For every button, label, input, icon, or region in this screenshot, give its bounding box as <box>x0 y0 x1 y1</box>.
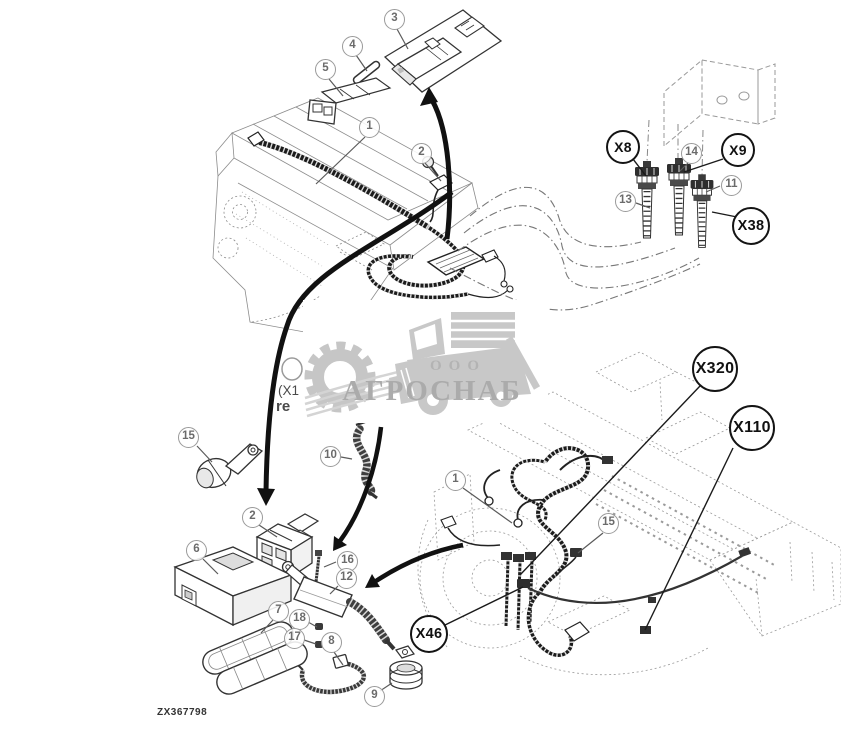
mounting-bracket <box>663 58 776 148</box>
part-callout-12: 12 <box>336 568 357 589</box>
part-callout-4: 4 <box>342 36 363 57</box>
connector-label-x9: X9 <box>721 133 755 167</box>
part-callout-8: 8 <box>321 632 342 653</box>
watermark-logo <box>304 312 541 418</box>
part-callout-5: 5 <box>315 59 336 80</box>
conduit-part7 <box>202 621 308 695</box>
connector-label-x46: X46 <box>410 615 448 653</box>
part-callout-7: 7 <box>268 601 289 622</box>
nut-part18 <box>315 623 323 630</box>
harness-bottom-assembly <box>440 446 752 657</box>
connector-label-x8: X8 <box>606 130 640 164</box>
clamp-part9 <box>389 645 423 690</box>
part-callout-16: 16 <box>337 551 358 572</box>
connector-label-x320: X320 <box>692 346 738 392</box>
part-callout-3: 3 <box>384 9 405 30</box>
spacer-pin-part4 <box>352 60 381 85</box>
part-callout-1-bottom: 1 <box>445 470 466 491</box>
watermark: ООО АГРОСНАБ <box>303 300 548 423</box>
part-callout-2-detail: 2 <box>242 507 263 528</box>
part-callout-15-bottom: 15 <box>598 513 619 534</box>
part-callout-6: 6 <box>186 540 207 561</box>
part-callout-1-top: 1 <box>359 117 380 138</box>
engine-top-left-art <box>212 97 479 334</box>
dashed-harness-leads <box>449 186 701 311</box>
screw-part16 <box>314 550 322 583</box>
connector-leader-lines <box>442 158 738 631</box>
part-callout-2-top: 2 <box>411 143 432 164</box>
sensor-part15 <box>196 443 264 489</box>
part-callout-13: 13 <box>615 191 636 212</box>
part-callout-9: 9 <box>364 686 385 707</box>
part-callout-18: 18 <box>289 609 310 630</box>
obscured-callout-circle <box>281 357 303 381</box>
connector-part5 <box>307 77 392 125</box>
part-callout-15-left: 15 <box>178 427 199 448</box>
obscured-text-line1: (X1 <box>278 383 300 398</box>
part-callout-14: 14 <box>681 143 702 164</box>
sensor-bracket-part12 <box>281 560 396 651</box>
flow-arrows <box>257 87 464 588</box>
part-callout-17: 17 <box>284 628 305 649</box>
watermark-company-name: АГРОСНАБ <box>342 375 522 407</box>
harness-top-assembly <box>247 131 514 299</box>
part-callout-11: 11 <box>721 175 742 196</box>
bracket-centerlines <box>646 119 704 177</box>
connector-plate-part3 <box>383 9 503 93</box>
obscured-text-line2: re <box>276 398 291 415</box>
watermark-org-form: ООО <box>429 358 486 374</box>
part-callout-10: 10 <box>320 446 341 467</box>
connector-label-x38: X38 <box>732 207 770 245</box>
combine-harvester-icon <box>389 312 541 415</box>
sensor-connectors-x8-x9-x38 <box>635 158 713 247</box>
connector-label-x110: X110 <box>729 405 775 451</box>
drawing-number: ZX367798 <box>157 707 208 718</box>
